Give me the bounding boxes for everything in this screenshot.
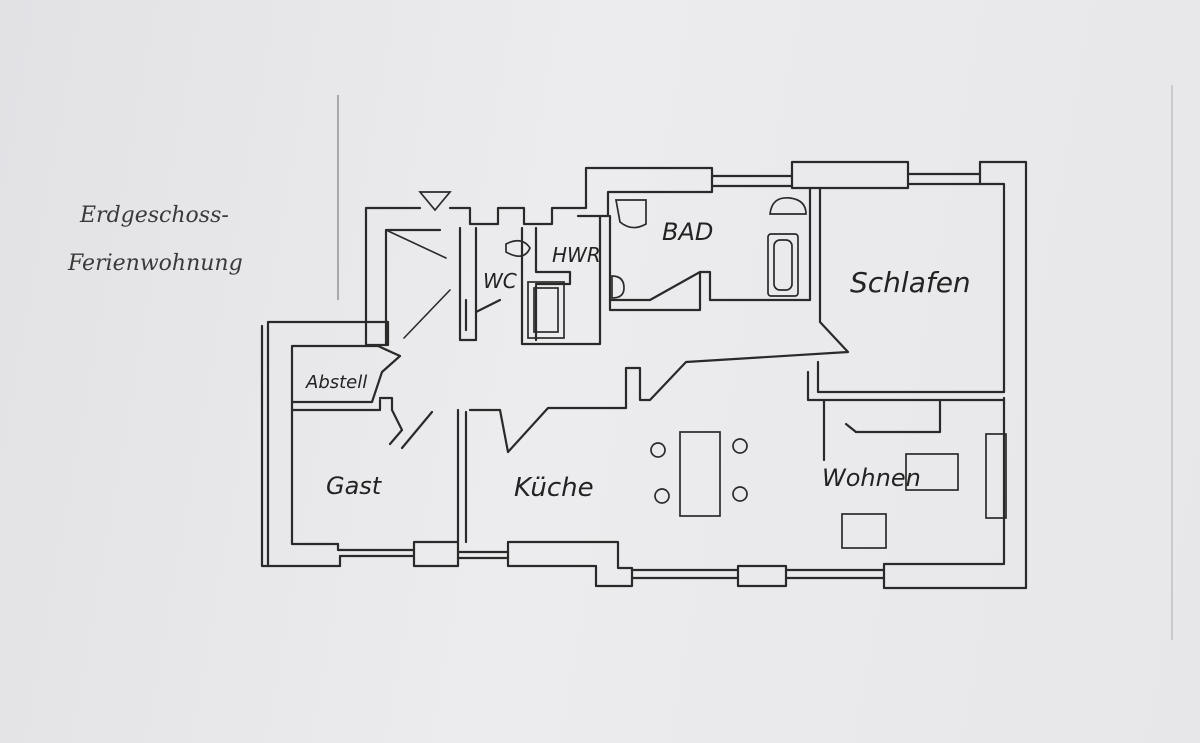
- interior-walls: [290, 186, 1006, 544]
- bad-sink-icon: [769, 196, 807, 215]
- plan-title-line1: Erdgeschoss-: [79, 203, 229, 228]
- plan-title-line2: Ferienwohnung: [67, 251, 243, 276]
- entry-triangle-icon: [418, 191, 452, 212]
- chair-icon: [732, 438, 748, 454]
- room-label-wohnen: Wohnen: [822, 464, 921, 492]
- sofa-table-icon: [905, 453, 959, 491]
- dining-table-icon: [679, 431, 721, 517]
- sofa-icon: [985, 433, 1007, 519]
- room-label-hwr: HWR: [552, 243, 601, 267]
- room-label-schlafen: Schlafen: [850, 266, 971, 299]
- room-label-kueche: Küche: [514, 473, 594, 503]
- bad-toilet-icon: [611, 275, 625, 299]
- room-label-abstell: Abstell: [305, 372, 367, 393]
- room-label-bad: BAD: [662, 218, 713, 246]
- fixtures: [418, 191, 1007, 549]
- chair-icon: [654, 488, 670, 504]
- armchair-icon: [841, 513, 887, 549]
- hwr-shower-icon: [527, 281, 565, 339]
- toilet-icon: [505, 239, 531, 257]
- bathtub-icon: [767, 233, 799, 297]
- chair-icon: [732, 486, 748, 502]
- chair-icon: [650, 442, 666, 458]
- room-label-gast: Gast: [326, 472, 383, 500]
- outer-walls: [260, 160, 1028, 590]
- room-label-wc: WC: [483, 269, 517, 293]
- bath-basin-icon: [614, 199, 647, 229]
